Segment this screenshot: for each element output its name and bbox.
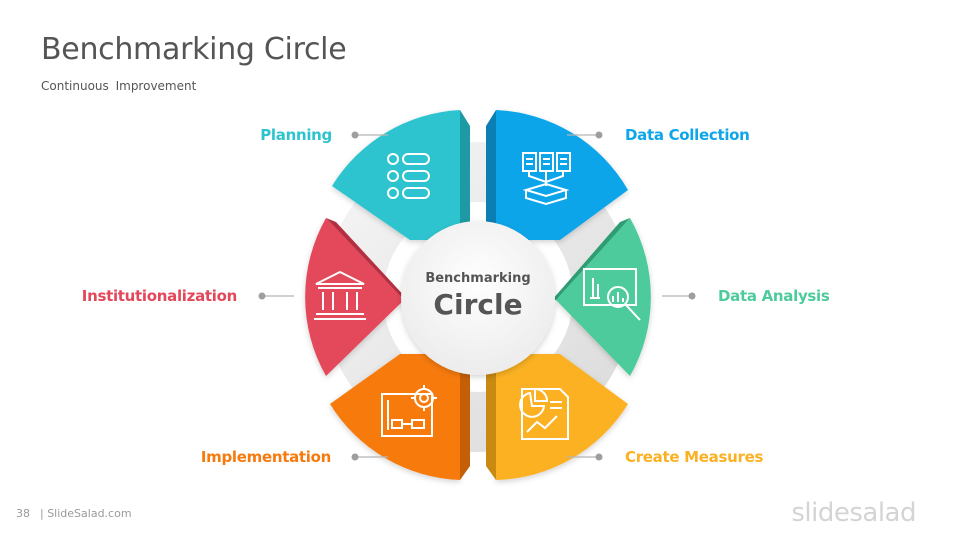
slide-subtitle: Continuous Improvement [41,79,197,93]
bank-building-icon [314,270,366,320]
segment-create-measures [486,354,628,480]
segment-institutionalization [305,218,408,376]
connector-dot-data-collection [595,131,603,139]
center-circle [401,221,555,375]
label-implementation: Implementation [200,448,331,466]
list-icon [387,153,430,199]
label-create-measures: Create Measures [625,448,764,466]
connector-dot-data-analysis [688,292,696,300]
chart-magnifier-icon [583,268,641,321]
footer-site: | SlideSalad.com [40,507,132,520]
segment-planning [332,110,470,240]
footer: 38 | SlideSalad.com [16,507,132,520]
blueprint-gear-icon [381,385,437,437]
report-pie-chart-icon [519,388,569,440]
center-title-line2: Circle [433,288,522,321]
label-data-analysis: Data Analysis [718,287,830,305]
segment-implementation [330,354,470,480]
page-number: 38 [16,507,30,520]
connector-dot-create-measures [595,453,603,461]
segment-data-analysis [552,218,651,376]
center-title-line1: Benchmarking [425,271,530,286]
documents-database-icon [522,152,571,206]
connector-dot-institutionalization [258,292,266,300]
label-institutionalization: Institutionalization [81,287,238,305]
connector-dot-planning [351,131,359,139]
slide-title: Benchmarking Circle [41,32,347,67]
slidesalad-logo: slidesalad [791,498,916,528]
connector-dot-implementation [351,453,359,461]
label-data-collection: Data Collection [625,126,750,144]
label-planning: Planning [260,126,332,144]
